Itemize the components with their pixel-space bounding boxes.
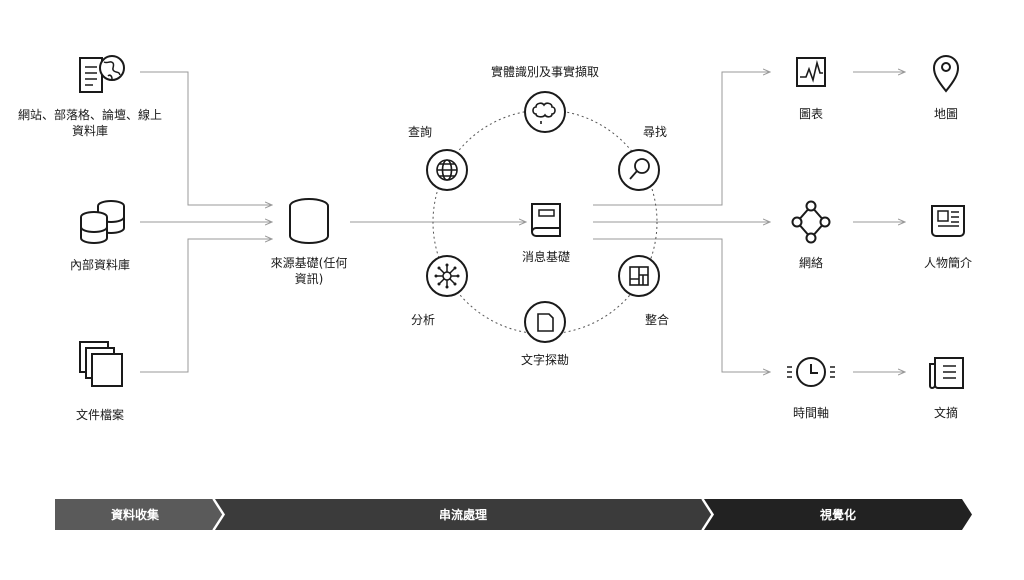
integrate-label: 整合: [644, 313, 670, 327]
digest-doc-icon: [929, 357, 964, 390]
line-chart-icon: [796, 57, 826, 87]
analyze-label: 分析: [410, 313, 436, 327]
page-icon: [524, 301, 566, 343]
chart-label: 圖表: [798, 107, 824, 121]
textmining-label: 文字探勘: [520, 353, 570, 367]
digest-label: 文摘: [933, 406, 959, 420]
database-stack-icon: [80, 200, 125, 244]
stage-band-stream: [215, 499, 712, 530]
stage-visualize-label: 視覺化: [819, 508, 857, 522]
stage-band-visualize: [704, 499, 972, 530]
files-stack-icon: [79, 341, 123, 387]
network-label: 網絡: [798, 256, 824, 270]
layout-grid-icon: [618, 255, 660, 297]
map-label: 地圖: [933, 107, 959, 121]
source-web-label: 網站、部落格、論壇、線上資料庫: [17, 108, 162, 138]
query-label: 查詢: [407, 125, 433, 139]
source-files-label: 文件檔案: [75, 408, 125, 422]
clock-icon: [787, 357, 835, 387]
source-base-label: 來源基礎(任何資訊): [270, 256, 348, 286]
book-icon: [531, 203, 561, 237]
globe-icon: [426, 149, 468, 191]
extract-label: 實體識別及事實擷取: [490, 65, 600, 79]
document-globe-icon: [79, 55, 125, 93]
source-connectors: [140, 71, 526, 373]
hub-icon: [426, 255, 468, 297]
profile-card-icon: [931, 205, 965, 237]
output-connectors: [593, 72, 905, 372]
profile-label: 人物簡介: [923, 256, 973, 270]
stage-stream-label: 串流處理: [438, 508, 488, 522]
network-icon: [791, 200, 831, 244]
band-separator: [701, 498, 713, 531]
source-base-icon: [289, 198, 329, 244]
band-separator: [212, 498, 224, 531]
timeline-label: 時間軸: [792, 406, 830, 420]
map-pin-icon: [932, 55, 960, 93]
stage-band-collect: [55, 499, 223, 530]
brain-icon: [524, 91, 566, 133]
stage-band: 資料收集 串流處理 視覺化: [0, 499, 1024, 530]
source-internal-db-label: 內部資料庫: [69, 258, 131, 272]
magnifier-icon: [618, 149, 660, 191]
stage-collect-label: 資料收集: [110, 508, 160, 522]
search-label: 尋找: [642, 125, 668, 139]
center-label: 消息基礎: [521, 250, 571, 264]
